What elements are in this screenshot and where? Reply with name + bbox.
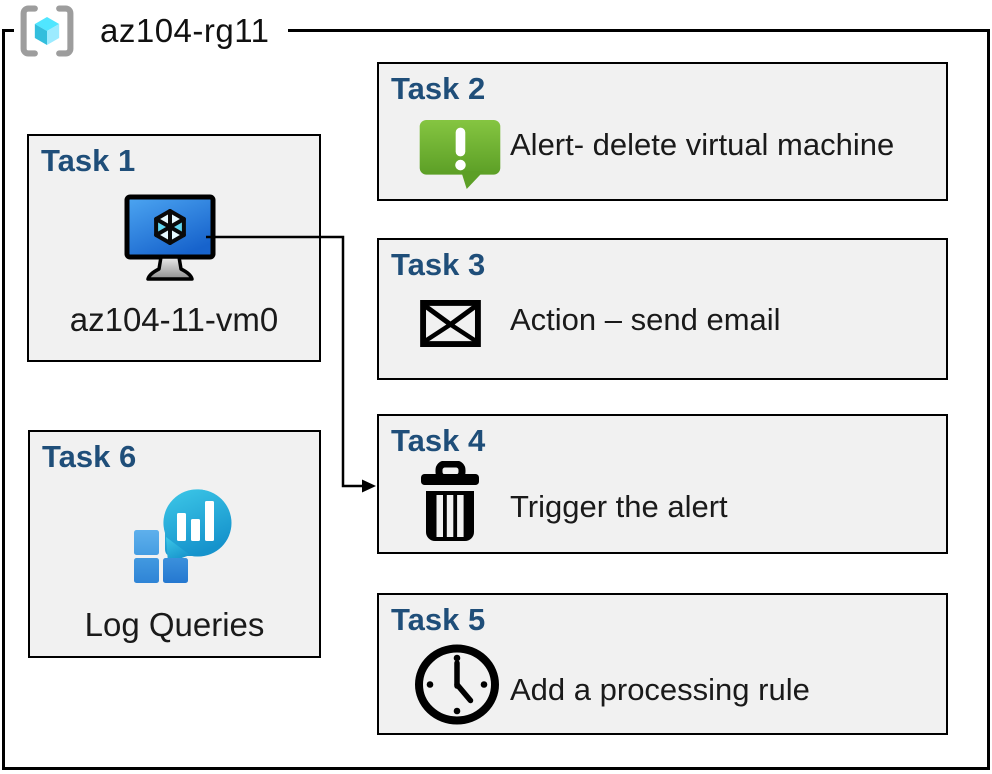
task2-label: Task 2 <box>391 71 486 106</box>
task5-caption: Add a processing rule <box>510 672 810 707</box>
task3-box: Task 3 Action – send email <box>377 238 948 380</box>
task2-caption: Alert- delete virtual machine <box>510 127 895 162</box>
resource-group-title: az104-rg11 <box>100 12 270 49</box>
resource-group-icon <box>20 5 74 57</box>
email-icon <box>420 300 481 347</box>
task4-caption: Trigger the alert <box>510 489 728 524</box>
task6-box: Task 6 <box>28 430 321 658</box>
task1-caption: az104-11-vm0 <box>69 301 279 338</box>
task2-box: Task 2 Alert- delete virtual machine <box>377 62 948 201</box>
task3-label: Task 3 <box>391 247 486 282</box>
task1-label: Task 1 <box>41 143 136 178</box>
task4-label: Task 4 <box>391 423 486 458</box>
task1-box: Task 1 az104-11-vm0 <box>27 134 321 362</box>
virtual-machine-icon <box>124 194 216 281</box>
resource-group-header: az104-rg11 <box>14 2 288 60</box>
task6-label: Task 6 <box>42 439 137 474</box>
log-analytics-icon <box>134 489 232 583</box>
trash-icon <box>421 461 479 541</box>
clock-icon <box>415 644 499 725</box>
task5-label: Task 5 <box>391 602 486 637</box>
task5-box: Task 5 Add a processing rule <box>377 593 948 735</box>
task6-caption: Log Queries <box>84 606 265 643</box>
alert-icon <box>419 119 501 190</box>
task3-caption: Action – send email <box>510 302 781 337</box>
task4-box: Task 4 Trigger the alert <box>377 414 948 554</box>
